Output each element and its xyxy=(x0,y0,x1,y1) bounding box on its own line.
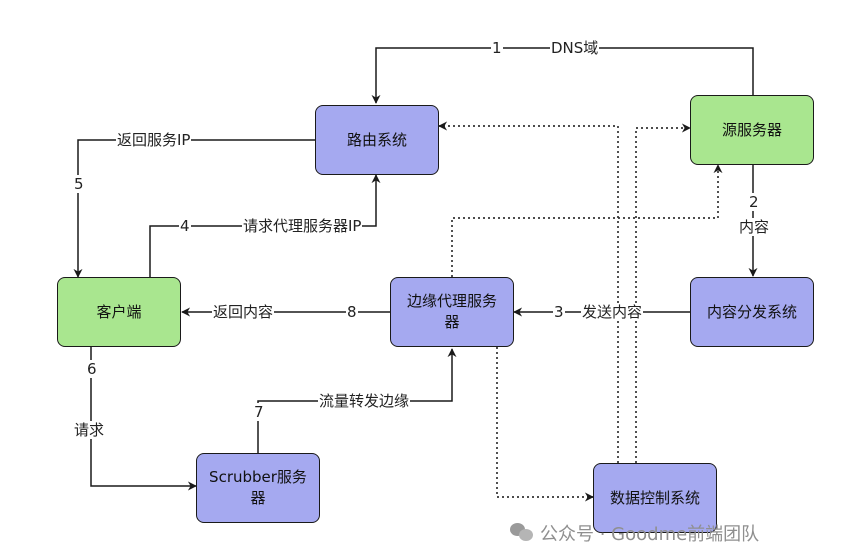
edge-5-number: 5 xyxy=(73,175,85,193)
edge-proxy-server-node: 边缘代理服务器 xyxy=(390,277,514,347)
edge-8-number: 8 xyxy=(346,303,358,321)
dotted-edge-to-origin xyxy=(451,164,723,277)
scrubber-server-node: Scrubber服务器 xyxy=(196,453,320,523)
edge-1-number: 1 xyxy=(491,39,503,57)
wechat-icon xyxy=(510,523,534,543)
edge-6-label: 请求 xyxy=(73,421,106,439)
watermark: 公众号 · Goodme前端团队 xyxy=(510,520,759,546)
edge-1-label: DNS域 xyxy=(550,39,600,57)
client-node: 客户端 xyxy=(57,277,181,347)
edge-4-label: 请求代理服务器IP xyxy=(242,217,363,235)
edge-2-label: 内容 xyxy=(738,218,771,236)
dotted-control-to-origin xyxy=(635,123,691,463)
edge-8-label: 返回内容 xyxy=(212,303,275,321)
routing-system-node: 路由系统 xyxy=(315,105,439,175)
dotted-control-to-routing xyxy=(438,121,619,463)
edge-3-number: 3 xyxy=(553,303,565,321)
watermark-text: 公众号 · Goodme前端团队 xyxy=(540,524,760,545)
dotted-edge-to-control xyxy=(496,347,594,502)
edge-4-number: 4 xyxy=(179,217,191,235)
data-control-node: 数据控制系统 xyxy=(593,463,717,533)
edge-5-connector xyxy=(73,139,315,278)
edge-3-label: 发送内容 xyxy=(581,303,644,321)
edge-7-number: 7 xyxy=(253,403,265,421)
edge-2-number: 2 xyxy=(748,193,760,211)
edge-6-connector xyxy=(90,347,197,491)
origin-server-node: 源服务器 xyxy=(690,95,814,165)
edge-6-number: 6 xyxy=(86,360,98,378)
edge-5-label: 返回服务IP xyxy=(116,131,192,149)
content-distribution-node: 内容分发系统 xyxy=(690,277,814,347)
edge-7-label: 流量转发边缘 xyxy=(318,392,411,410)
